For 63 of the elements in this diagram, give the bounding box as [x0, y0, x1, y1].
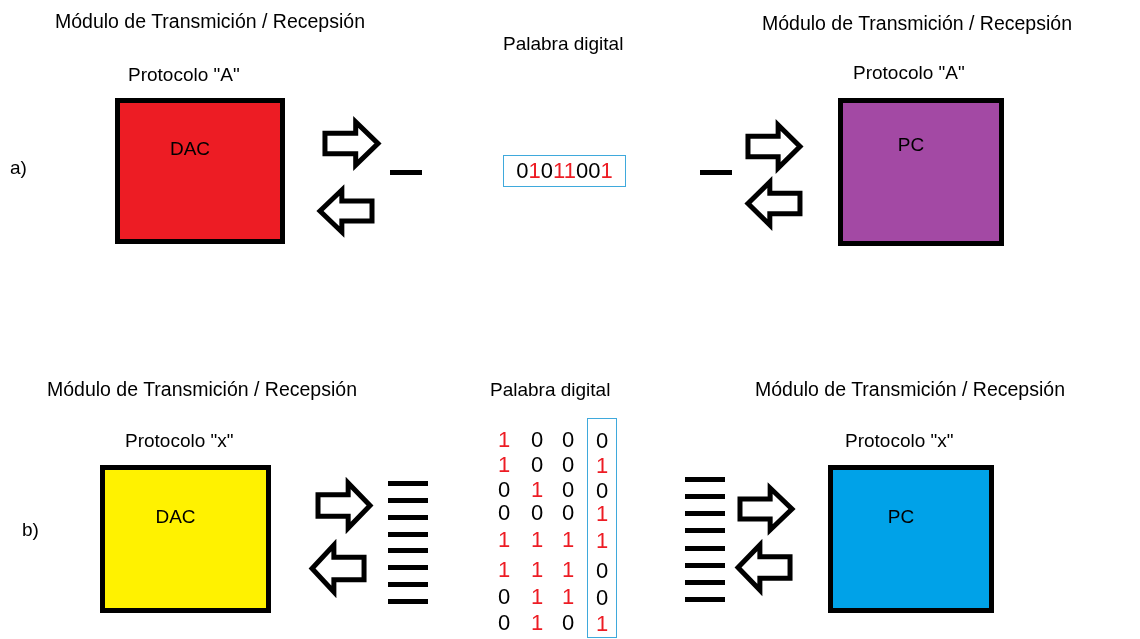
hollow-arrow: [737, 482, 796, 536]
bit-digit: 1: [561, 527, 575, 553]
bit-digit: 1: [595, 611, 609, 637]
bit-digit: 0: [497, 610, 511, 636]
section-title: Palabra digital: [503, 33, 624, 55]
module-box: [100, 465, 271, 613]
bit-digit: 0: [595, 585, 609, 611]
bit-digit: 0: [561, 477, 575, 503]
hollow-arrow: [745, 119, 804, 174]
module-heading: Módulo de Transmición / Recepsión: [762, 12, 1072, 35]
bit-digit: 0: [497, 584, 511, 610]
bit-digit: 1: [530, 557, 544, 583]
bit-digit: 0: [561, 452, 575, 478]
protocol-label: Protocolo "x": [845, 430, 954, 452]
module-heading: Módulo de Transmición / Recepsión: [55, 10, 365, 33]
bit-digit: 0: [530, 427, 544, 453]
bit-digit: 1: [530, 584, 544, 610]
panel-label: b): [22, 519, 39, 541]
bit-digit: 0: [595, 558, 609, 584]
bit-digit: 0: [595, 478, 609, 504]
panel-label: a): [10, 157, 27, 179]
module-label: DAC: [169, 138, 211, 161]
module-box: [838, 98, 1004, 246]
bit-digit: 0: [561, 427, 575, 453]
bit-digit: 0: [497, 500, 511, 526]
bit-digit: 0: [595, 428, 609, 454]
bit-digit: 0: [530, 452, 544, 478]
bit-digit: 1: [595, 528, 609, 554]
bit-digit: 1: [561, 557, 575, 583]
bit-digit: 0: [561, 610, 575, 636]
binary-word: 01011001: [516, 158, 613, 184]
hollow-arrow: [308, 538, 367, 599]
bit-digit: 1: [497, 452, 511, 478]
bit-digit: 1: [595, 453, 609, 479]
protocol-label: Protocolo "A": [853, 62, 965, 84]
hollow-arrow: [744, 176, 803, 231]
hollow-arrow: [316, 184, 375, 238]
module-box: [115, 98, 285, 244]
bit-digit: 1: [497, 527, 511, 553]
hollow-arrow: [315, 476, 374, 535]
bit-digit: 0: [530, 500, 544, 526]
protocol-label: Protocolo "A": [128, 64, 240, 86]
module-box: [828, 465, 994, 613]
module-heading: Módulo de Transmición / Recepsión: [47, 378, 357, 401]
bit-digit: 1: [530, 477, 544, 503]
bit-digit: 0: [497, 477, 511, 503]
digital-word-box: [503, 155, 626, 187]
bit-digit: 0: [561, 500, 575, 526]
bit-column-box: [587, 418, 617, 638]
module-label: DAC: [155, 506, 196, 529]
bit-digit: 1: [497, 427, 511, 453]
hollow-arrow: [322, 116, 382, 171]
module-heading: Módulo de Transmición / Recepsión: [755, 378, 1065, 401]
bit-digit: 1: [595, 501, 609, 527]
bit-digit: 1: [530, 527, 544, 553]
protocol-label: Protocolo "x": [125, 430, 234, 452]
bit-digit: 1: [530, 610, 544, 636]
hollow-arrow: [734, 538, 793, 597]
bit-digit: 1: [561, 584, 575, 610]
bit-digit: 1: [497, 557, 511, 583]
module-label: PC: [887, 506, 915, 529]
section-title: Palabra digital: [490, 379, 611, 401]
module-label: PC: [897, 134, 925, 157]
